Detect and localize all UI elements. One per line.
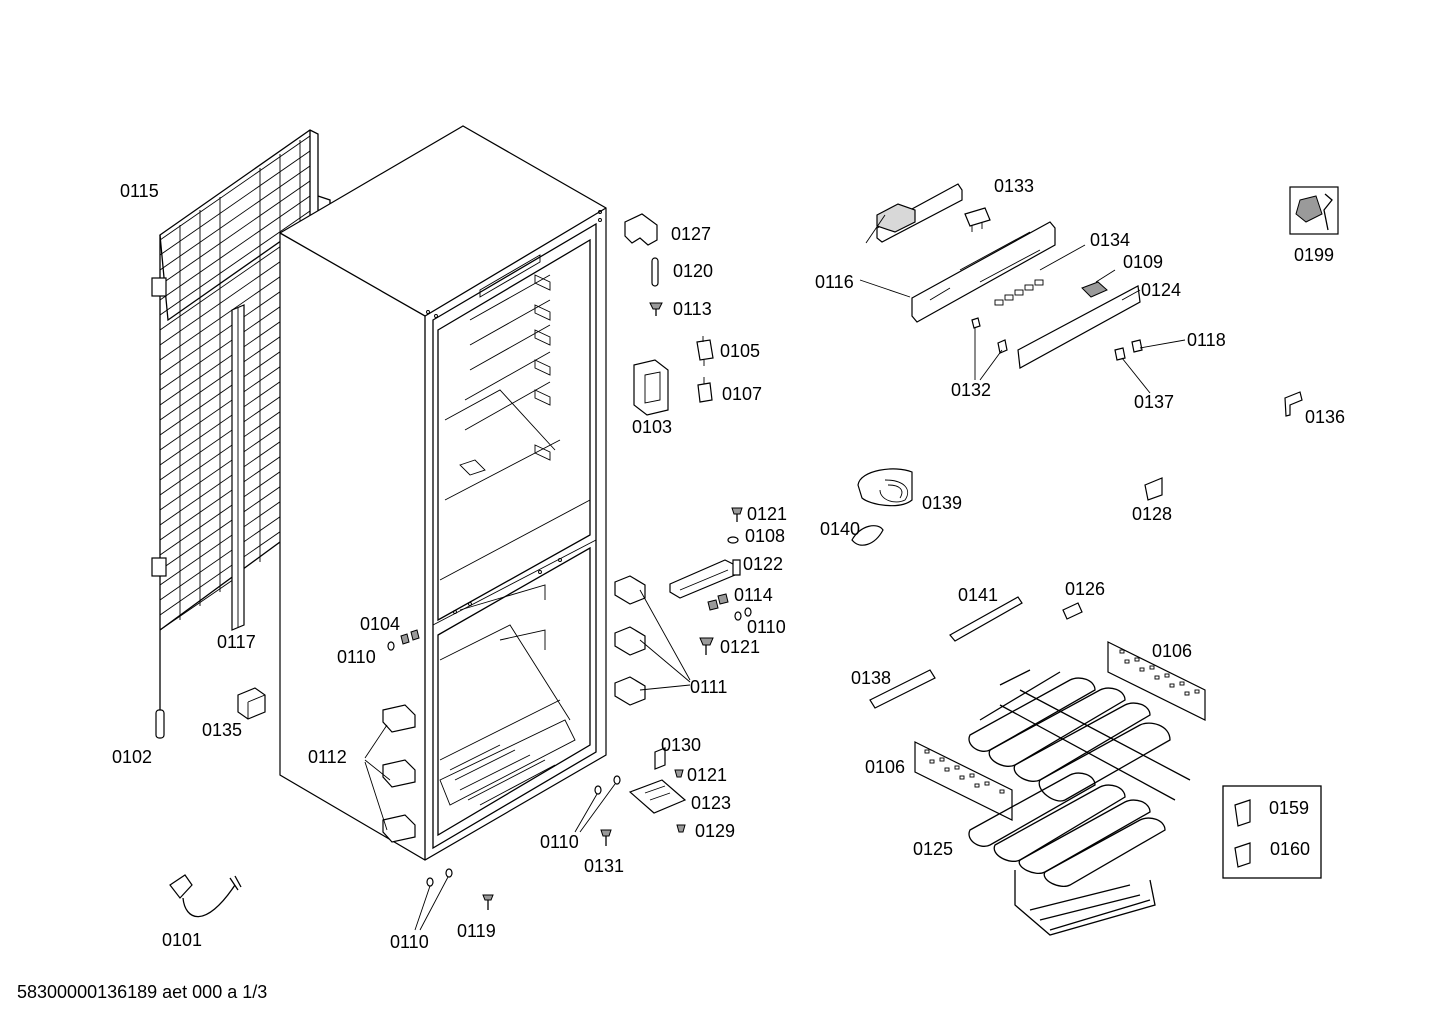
label-0199: 0199 [1294, 245, 1334, 265]
label-0111: 0111 [690, 677, 727, 697]
label-0132: 0132 [951, 380, 991, 400]
label-0110-bottom: 0110 [390, 932, 429, 952]
evaporator-0125 [914, 641, 1206, 936]
label-0119: 0119 [457, 921, 496, 941]
label-0109: 0109 [1123, 252, 1163, 272]
label-0110-left: 0110 [337, 647, 376, 667]
label-0141: 0141 [958, 585, 998, 605]
label-0104: 0104 [360, 614, 400, 634]
bin-holders-0112 [382, 704, 416, 843]
screw-0119 [482, 894, 494, 910]
label-0137: 0137 [1134, 392, 1174, 412]
bracket-0136 [1284, 391, 1303, 417]
label-0130: 0130 [661, 735, 701, 755]
part-0128 [1144, 477, 1163, 501]
document-id: 58300000136189 aet 000 a 1/3 [17, 982, 267, 1002]
control-panel-parts [876, 183, 1143, 369]
label-0121-top: 0121 [747, 504, 787, 524]
accessory-box [1222, 785, 1322, 879]
screws-0104 [387, 629, 420, 651]
cabinet-body [279, 125, 607, 861]
washers-0110-bottom [426, 868, 453, 887]
part-labels: 0115 0117 0102 0135 0101 0112 0104 0110 … [112, 176, 1345, 952]
label-0134: 0134 [1090, 230, 1130, 250]
strip-0138 [869, 669, 936, 709]
label-0121-mid: 0121 [720, 637, 760, 657]
part-0126 [1062, 602, 1083, 620]
label-0135: 0135 [202, 720, 242, 740]
power-cord-part [169, 874, 242, 918]
label-0114: 0114 [734, 585, 773, 605]
label-0116: 0116 [815, 272, 854, 292]
label-0136: 0136 [1305, 407, 1345, 427]
label-0131: 0131 [584, 856, 624, 876]
label-0105: 0105 [720, 341, 760, 361]
label-0110-right: 0110 [747, 617, 786, 637]
label-0120: 0120 [673, 261, 713, 281]
label-0101: 0101 [162, 930, 202, 950]
label-0106-top: 0106 [1152, 641, 1192, 661]
label-0128: 0128 [1132, 504, 1172, 524]
label-0108: 0108 [745, 526, 785, 546]
label-0129: 0129 [695, 821, 735, 841]
label-0125: 0125 [913, 839, 953, 859]
label-0160: 0160 [1270, 839, 1310, 859]
leader-lines [364, 214, 1186, 931]
rod-0141 [949, 596, 1023, 642]
label-0112: 0112 [308, 747, 347, 767]
label-0159: 0159 [1269, 798, 1309, 818]
label-0118: 0118 [1187, 330, 1226, 350]
label-0126: 0126 [1065, 579, 1105, 599]
label-0121-low: 0121 [687, 765, 727, 785]
label-0127: 0127 [671, 224, 711, 244]
label-0140: 0140 [820, 519, 860, 539]
label-0115: 0115 [120, 181, 159, 201]
label-0138: 0138 [851, 668, 891, 688]
label-0113: 0113 [673, 299, 712, 319]
label-0106-left: 0106 [865, 757, 905, 777]
label-0139: 0139 [922, 493, 962, 513]
hinge-parts [594, 213, 752, 846]
strip-part-0117 [231, 304, 245, 631]
part-0140 [851, 525, 884, 546]
label-0124: 0124 [1141, 280, 1181, 300]
label-0107: 0107 [722, 384, 762, 404]
label-0110-hinge: 0110 [540, 832, 579, 852]
tool-icon [1289, 186, 1339, 235]
label-0133: 0133 [994, 176, 1034, 196]
label-0102: 0102 [112, 747, 152, 767]
label-0117: 0117 [217, 632, 256, 652]
label-0122: 0122 [743, 554, 783, 574]
label-0103: 0103 [632, 417, 672, 437]
fan-cover-0139 [857, 468, 913, 507]
label-0123: 0123 [691, 793, 731, 813]
block-part-0135 [237, 687, 266, 720]
